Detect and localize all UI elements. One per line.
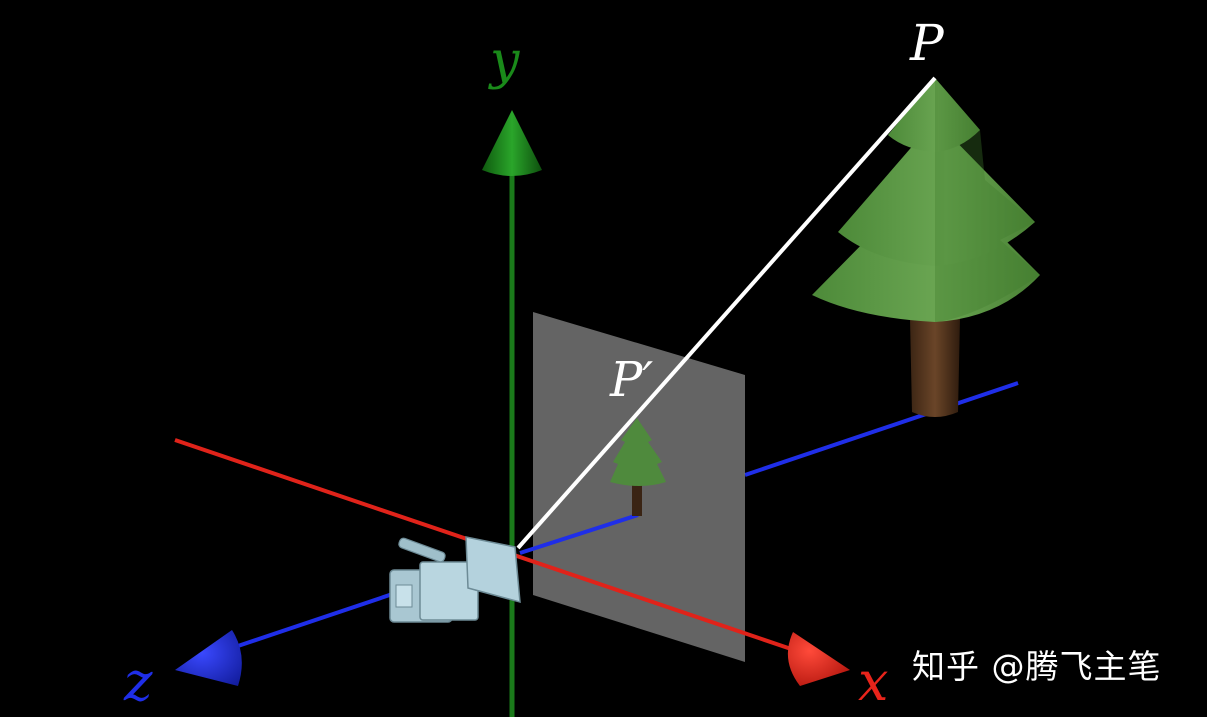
tree-foliage-shade xyxy=(935,78,1040,322)
tree-foliage-middle xyxy=(838,120,1035,266)
camera-lens-hood xyxy=(465,536,521,604)
y-axis-arrowhead xyxy=(482,110,542,176)
tree-trunk xyxy=(910,318,960,417)
camera-handle xyxy=(398,537,446,563)
point-p-label: P xyxy=(909,14,945,72)
projection-ray xyxy=(516,76,937,550)
z-axis-inner-segment xyxy=(519,513,639,555)
y-axis xyxy=(482,110,542,717)
projected-tree-foliage xyxy=(610,418,666,486)
x-axis-label: x xyxy=(858,650,888,713)
camera-icon xyxy=(389,536,521,623)
projected-tree-icon xyxy=(610,418,666,516)
z-axis-arrowhead xyxy=(175,630,242,686)
z-axis-label: z xyxy=(123,650,153,713)
point-p-prime-label: P′ xyxy=(609,352,653,408)
z-axis-far-segment xyxy=(744,381,1019,477)
tree-foliage-top xyxy=(888,78,980,152)
projected-tree-trunk xyxy=(632,478,642,516)
camera-viewfinder xyxy=(395,584,413,608)
tree-icon xyxy=(812,78,1040,417)
x-axis-arrowhead xyxy=(787,632,850,686)
y-axis-label: y xyxy=(488,31,520,91)
watermark: 知乎 @腾飞主笔 xyxy=(912,647,1162,686)
